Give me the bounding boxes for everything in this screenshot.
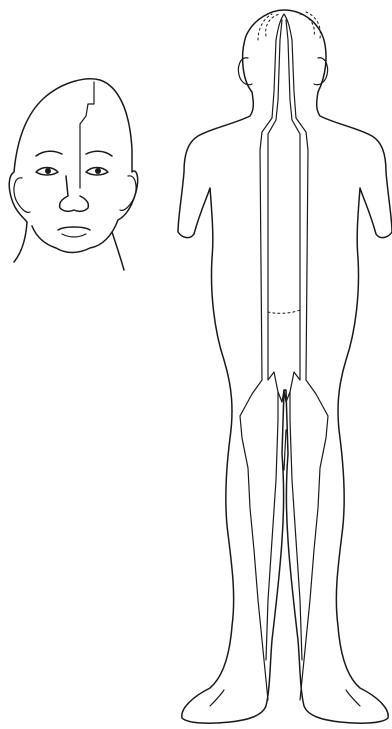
- body-back-view: [178, 10, 392, 723]
- right-eyebrow: [86, 151, 112, 156]
- mouth: [58, 227, 90, 230]
- back-right-ear: [314, 58, 328, 85]
- nose: [60, 176, 89, 211]
- spine-meridian-channel: [240, 14, 328, 700]
- left-eyebrow: [36, 151, 62, 156]
- lower-back-dashed-line: [268, 310, 300, 313]
- left-ear: [14, 178, 30, 213]
- head-outline: [9, 79, 137, 270]
- body-outline: [178, 10, 392, 723]
- right-ear: [120, 176, 136, 211]
- head-front-view: [9, 79, 137, 270]
